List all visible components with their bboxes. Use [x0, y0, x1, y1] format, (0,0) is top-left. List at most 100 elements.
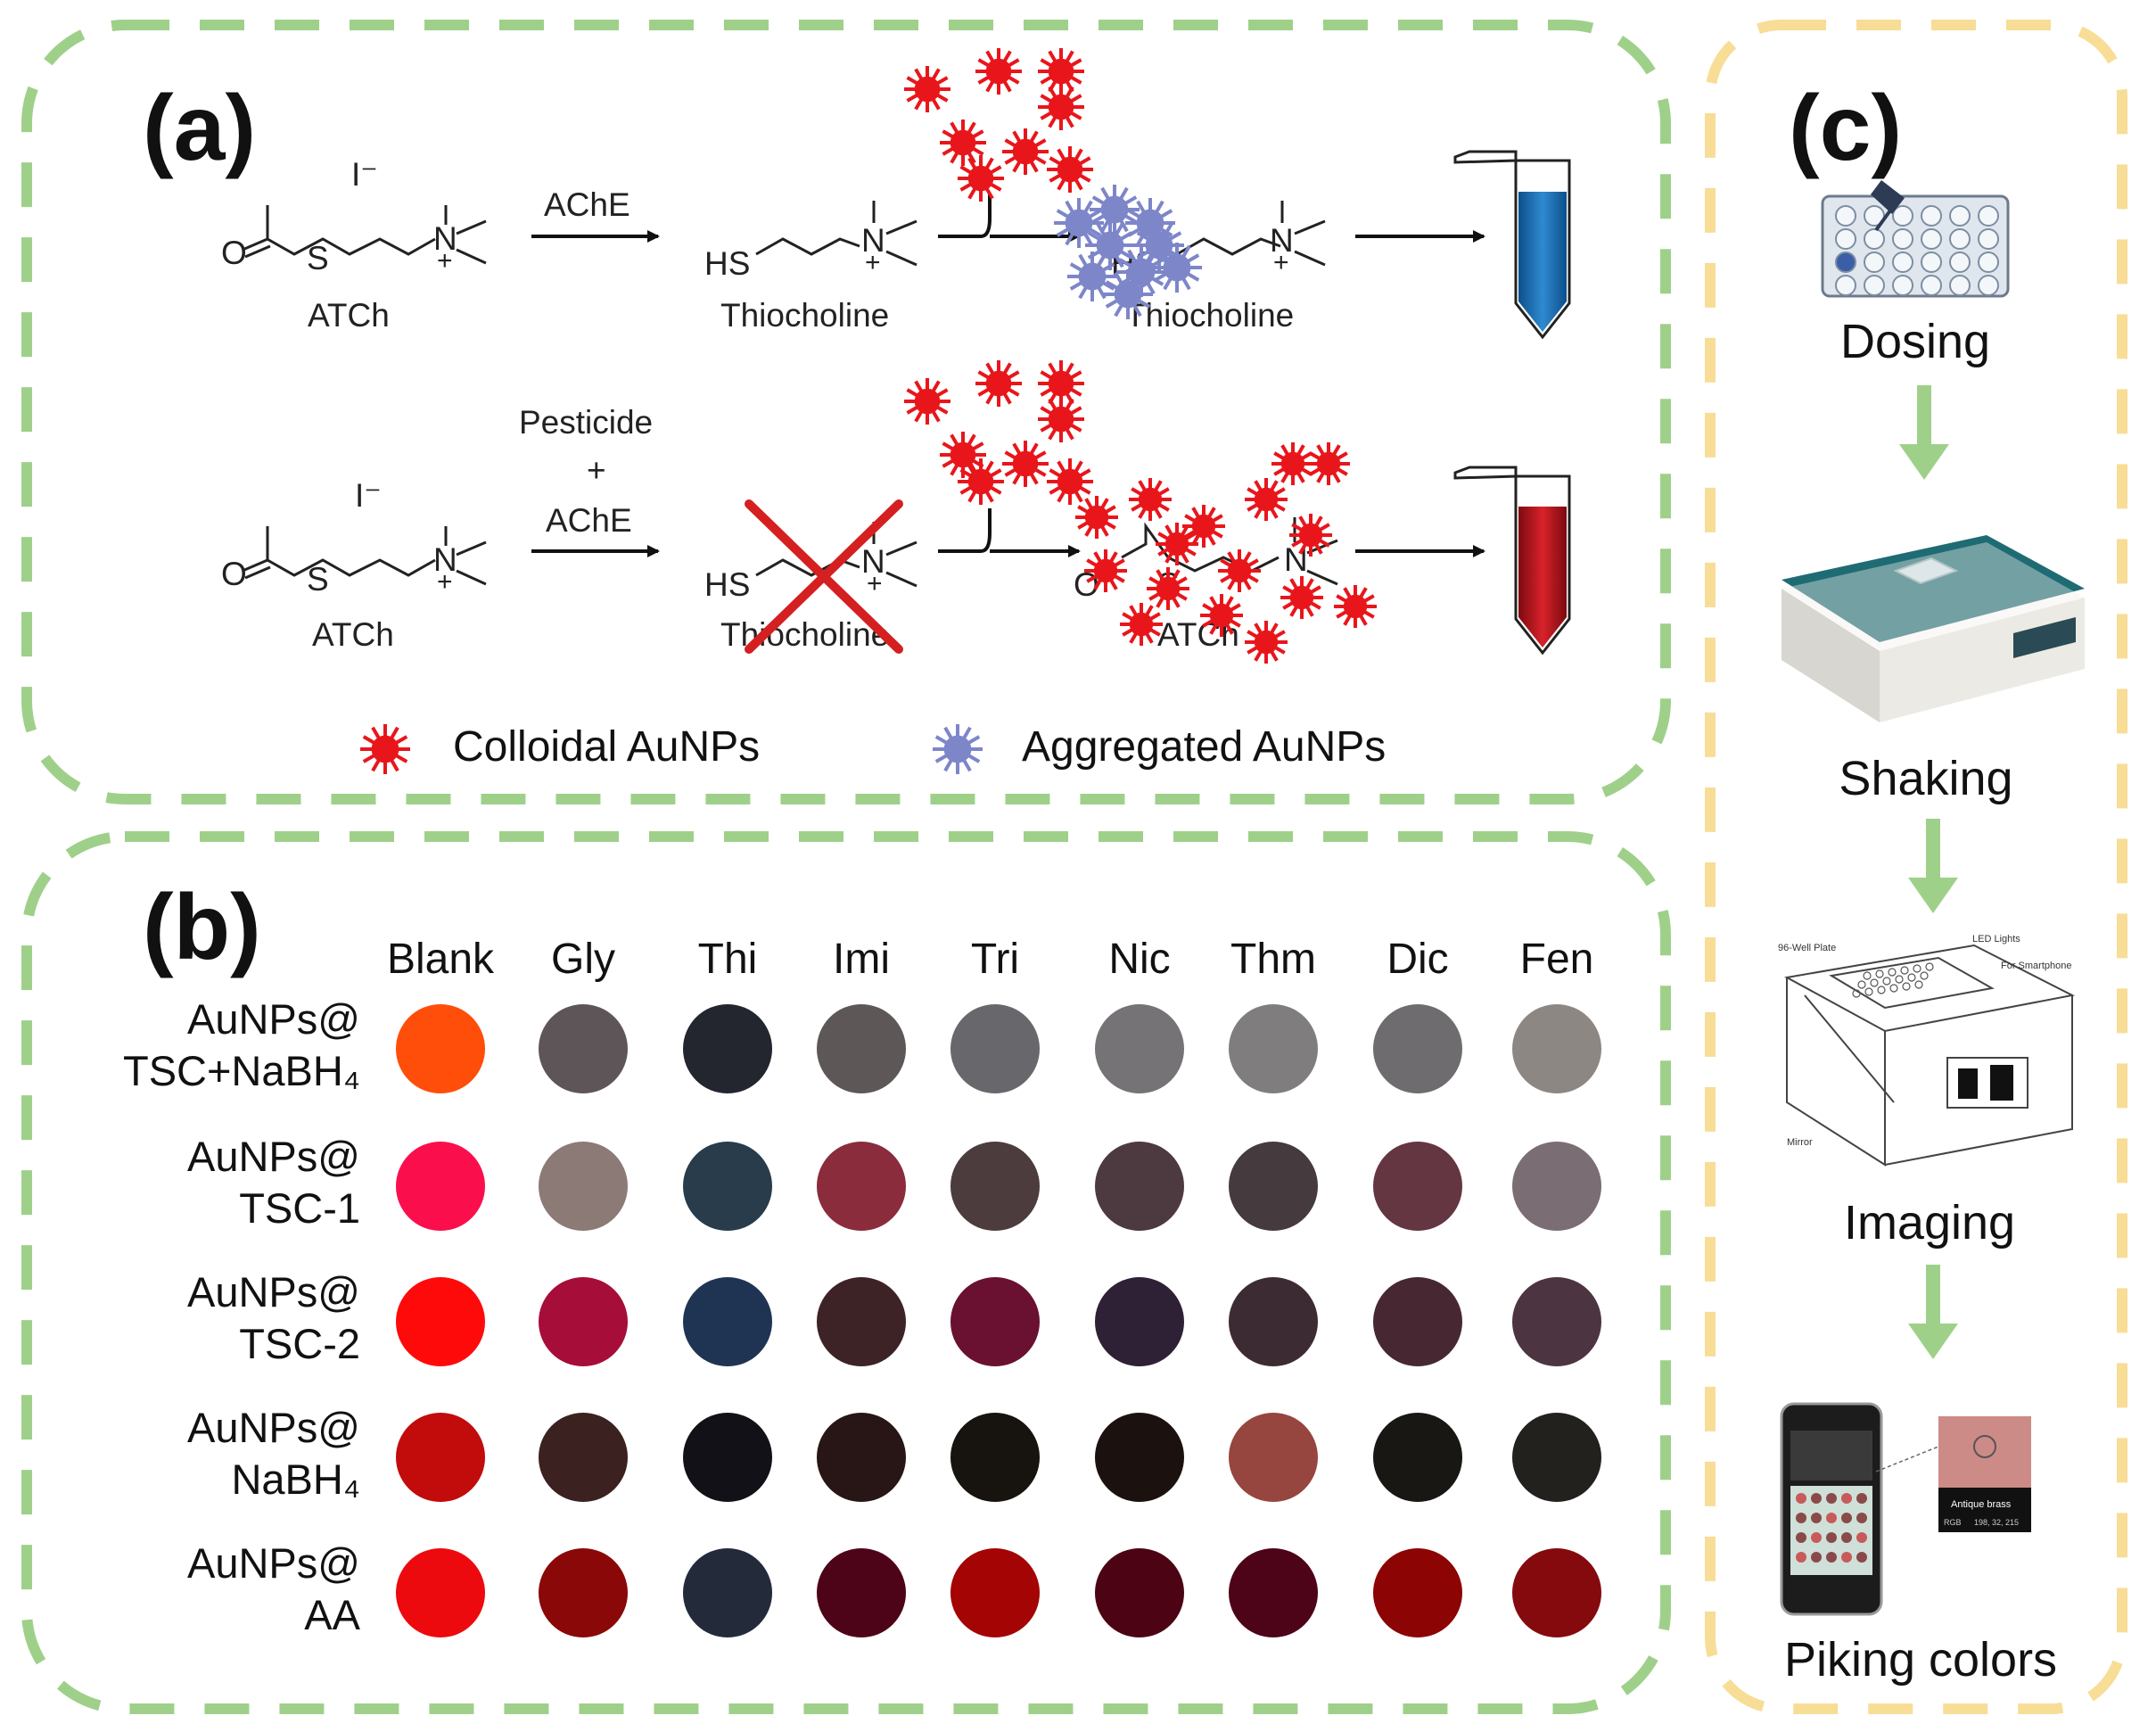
- color-dot: [1095, 1004, 1184, 1093]
- colloidal-aunp: [1120, 603, 1163, 646]
- plus-5: +: [867, 569, 883, 598]
- hs-3: HS: [704, 566, 750, 603]
- imaging-well: [1889, 984, 1898, 993]
- panel-b-label: (b): [143, 876, 261, 979]
- color-dot: [1229, 1413, 1318, 1502]
- sulfur-2: S: [307, 561, 329, 598]
- step-shaking: Shaking: [1839, 752, 2013, 805]
- phone-well: [1841, 1493, 1852, 1504]
- well-plate-image: [1821, 180, 2010, 298]
- plus-label: +: [587, 452, 606, 489]
- step-dosing: Dosing: [1839, 315, 1991, 368]
- imaging-well: [1863, 971, 1872, 980]
- color-dot: [1095, 1142, 1184, 1231]
- plus-3: +: [1273, 248, 1289, 277]
- colloidal-aunp: [1218, 549, 1261, 592]
- down-arrow-3: [1908, 1265, 1958, 1359]
- colloidal-aunp: [1200, 594, 1243, 637]
- well: [1921, 205, 1942, 227]
- colloidal-aunp: [1307, 442, 1350, 485]
- aggregated-aunp: [1152, 243, 1202, 293]
- aggregated-aunp-legend: [933, 724, 983, 774]
- column-label: Dic: [1387, 936, 1449, 983]
- aggregated-aunp: [1090, 185, 1140, 235]
- legend-aggregated-icon: [933, 724, 983, 774]
- column-label: Tri: [970, 936, 1020, 983]
- imaging-well: [1888, 968, 1897, 977]
- step-imaging: Imaging: [1843, 1196, 2016, 1250]
- color-dot: [817, 1277, 906, 1366]
- color-dot: [950, 1413, 1040, 1502]
- row-label-line2: AA: [304, 1591, 360, 1638]
- well: [1835, 205, 1856, 227]
- color-dot: [1095, 1413, 1184, 1502]
- colloidal-aunp: [1245, 478, 1288, 521]
- imaging-well: [1882, 977, 1891, 986]
- well: [1949, 275, 1971, 296]
- row-label: AuNPs@NaBH₄: [66, 1402, 360, 1505]
- colloidal-aunp: [1334, 585, 1377, 628]
- colloidal-aunp: [940, 120, 986, 166]
- phone-well: [1796, 1552, 1806, 1563]
- iodide-1: I⁻: [351, 156, 378, 193]
- phone-well: [1856, 1493, 1867, 1504]
- thiocholine-label-2: Thiocholine: [1125, 297, 1294, 334]
- color-dot: [539, 1277, 628, 1366]
- imaging-well: [1864, 987, 1873, 996]
- phone-well: [1796, 1532, 1806, 1543]
- nitrogen-2: N: [861, 222, 885, 259]
- aggregated-aunp: [1134, 220, 1184, 270]
- atch-label-2: ATCh: [312, 616, 394, 653]
- well: [1835, 228, 1856, 250]
- callout-mirror: Mirror: [1787, 1137, 1813, 1148]
- popup-value: 198, 32, 215: [1974, 1518, 2019, 1527]
- well: [1921, 275, 1942, 296]
- column-label: Thi: [697, 936, 758, 983]
- row-label-line2: TSC-2: [239, 1320, 360, 1367]
- nitrogen-1: N: [433, 220, 457, 257]
- column-label: Thm: [1230, 936, 1316, 983]
- well: [1978, 228, 1999, 250]
- colloidal-aunp: [1280, 576, 1323, 619]
- well: [1978, 252, 1999, 273]
- shaker-image: [1782, 535, 2085, 722]
- color-dot: [1373, 1548, 1462, 1637]
- color-dot: [1512, 1548, 1601, 1637]
- phone-well: [1841, 1532, 1852, 1543]
- color-dot: [539, 1413, 628, 1502]
- plus-1: +: [437, 246, 453, 276]
- color-dot: [817, 1413, 906, 1502]
- well: [1835, 252, 1856, 273]
- panel-a-label: (a): [143, 77, 257, 180]
- color-dot: [817, 1004, 906, 1093]
- ache-label-2: AChE: [546, 502, 632, 539]
- nanoparticle-layer: [904, 48, 1377, 664]
- down-arrow-1: [1899, 385, 1949, 480]
- color-dot: [1373, 1004, 1462, 1093]
- nitrogen-5: N: [861, 543, 885, 580]
- popup-title: Antique brass: [1951, 1499, 2012, 1510]
- aggregated-aunp: [1085, 220, 1135, 270]
- atch-molecule-2: [242, 526, 487, 586]
- phone-well: [1811, 1513, 1822, 1523]
- column-label: Nic: [1108, 936, 1171, 983]
- well: [1864, 252, 1885, 273]
- aggregated-aunp: [1125, 198, 1175, 248]
- hs-1: HS: [704, 245, 750, 282]
- colloidal-aunp: [1245, 621, 1288, 664]
- colloidal-aunp: [1075, 496, 1118, 539]
- color-dot: [539, 1004, 628, 1093]
- imaging-well: [1877, 986, 1886, 994]
- nitrogen-3: N: [1270, 222, 1294, 259]
- imaging-well: [1870, 978, 1879, 987]
- well: [1835, 275, 1856, 296]
- red-cross: [745, 499, 903, 654]
- legend-colloidal-icon: [360, 724, 410, 774]
- color-dot: [950, 1004, 1040, 1093]
- imaging-well: [1902, 982, 1911, 991]
- color-dot: [1373, 1142, 1462, 1231]
- panel-c-label: (c): [1789, 77, 1903, 180]
- row-label-line1: AuNPs@: [187, 1404, 360, 1451]
- colloidal-aunp: [1038, 360, 1084, 407]
